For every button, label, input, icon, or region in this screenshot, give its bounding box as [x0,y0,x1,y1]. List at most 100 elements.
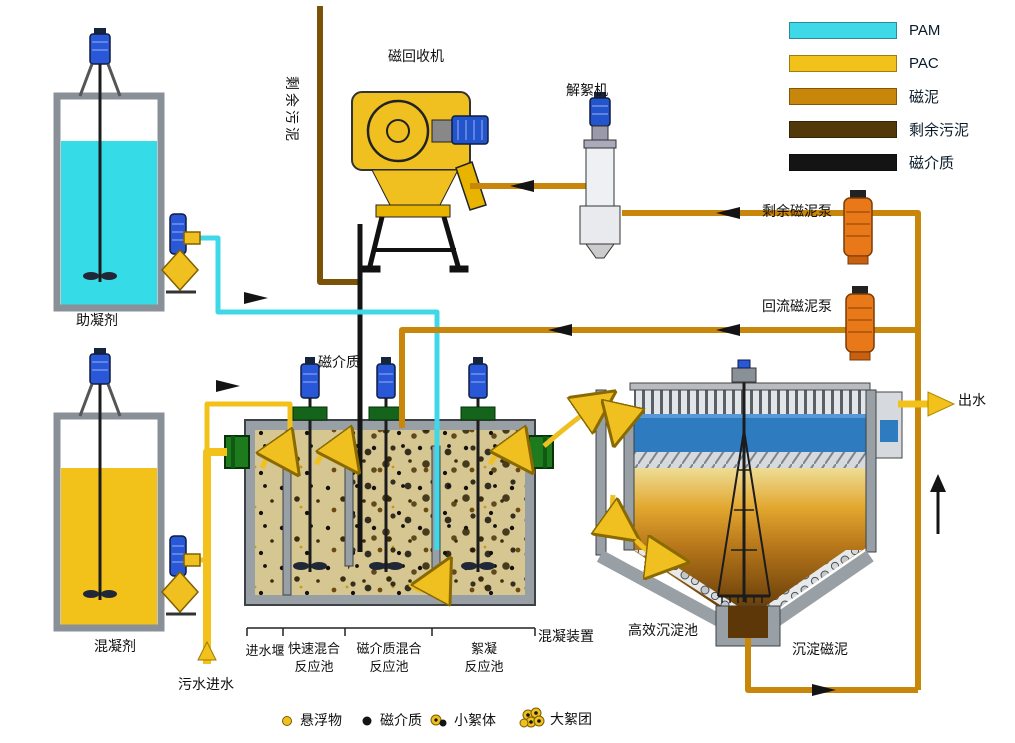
particle-legend-suspended-solids: 悬浮物 [278,710,342,730]
compartment-bracket [246,627,536,636]
weir-flow-arrow [313,448,348,464]
particle-legend-label: 磁介质 [380,712,422,728]
legend-swatch-magnetic-sludge [789,88,897,105]
return-magnetic-sludge-pump [845,286,875,361]
large-floc-icon [519,707,545,728]
sewage-pipe [203,448,227,664]
particle-legend-label: 小絮体 [454,712,496,728]
mixer-2 [368,357,404,572]
pam-pipe [198,235,440,550]
legend-label-pac: PAC [909,55,939,72]
transfer-arrow [542,402,600,448]
legend-swatch-surplus-sludge [789,121,897,138]
flow-arrow [216,380,240,392]
slope-wall-left [596,550,726,628]
legend-label-surplus-sludge: 剩余污泥 [909,122,970,139]
weir-flow-arrow [262,452,288,468]
hopper [371,169,459,206]
legend-item-surplus-sludge: 剩余污泥 [789,113,969,146]
flow-arrow [716,207,740,219]
coagulant-tank [53,348,165,632]
label-deflocculation-machine: 解絮机 [566,82,608,98]
label-media-mixing-2: 反应池 [369,659,409,674]
inlet-channel-outer-wall [595,389,607,556]
flow-arrows-yellow [262,402,670,590]
legend-swatch-magnetic-media [789,154,897,171]
label-sewage-inlet: 污水进水 [178,676,234,692]
return-magnetic-sludge-pipe [399,327,918,428]
surplus-sludge-pipe [317,6,358,285]
label-effluent: 出水 [958,392,986,408]
sedimentation-tank [595,359,903,647]
flow-arrow [812,684,836,696]
legend-item-pam: PAM [789,14,969,47]
machine-legs [361,216,469,273]
suspended-solids-icon [282,716,292,726]
coagulant-aid-dosing-pump [160,213,201,294]
flow-arrow [716,324,740,336]
magnetic-media-icon [362,716,372,726]
legend-swatch-pac [789,55,897,72]
label-magnetic-recovery-machine: 磁回收机 [388,48,444,64]
deflocculation-machine [579,92,621,259]
label-rapid-mixing-2: 反应池 [294,659,334,674]
flow-arrow [244,292,268,304]
slope-wall-right [770,550,874,628]
gravel-right [760,550,862,610]
sewage-up-arrow [197,640,217,661]
legend-item-pac: PAC [789,47,969,80]
small-floc-icon [430,714,447,727]
label-flocculation-2: 反应池 [464,659,504,674]
gearbox [431,119,453,143]
magnetic-recovery-machine [351,91,489,273]
lamella-zone [634,452,866,468]
legend-label-magnetic-sludge: 磁泥 [909,89,940,106]
flow-arrow [510,180,534,192]
pac-pipe [204,401,293,452]
top-bridge [629,382,871,391]
label-surplus-magnetic-sludge-pump: 剩余磁泥泵 [762,203,832,219]
label-coagulation-device: 混凝装置 [538,628,594,644]
label-rapid-mixing-1: 快速混合 [287,641,341,656]
underflow-arrow [408,574,442,590]
mixer-1 [292,357,328,572]
platform [375,204,451,218]
label-sedimentation-tank: 高效沉淀池 [628,622,698,638]
mixer-3 [460,357,496,572]
coagulant-dosing-pump [160,535,201,616]
weir-flow-arrow [487,448,522,464]
tank-mixers [292,357,496,572]
effluent-weir-comb [634,390,866,414]
legend-item-magnetic-sludge: 磁泥 [789,80,969,113]
right-wall [865,389,877,553]
label-media-mixing-1: 磁介质混合 [356,641,422,656]
clear-water-zone [634,412,866,452]
surplus-magnetic-sludge-pump [843,190,873,265]
stream-legend: PAM PAC 磁泥 剩余污泥 磁介质 [789,14,969,179]
flow-arrow-up [930,474,946,492]
label-surplus-sludge-pipe: 剩余污泥 [284,76,300,144]
coagulant-aid-tank [53,28,165,312]
channel-inlet-arrow [610,404,619,428]
legend-label-pam: PAM [909,22,941,39]
label-coagulant-tank: 混凝剂 [94,638,136,654]
legend-swatch-pam [789,22,897,39]
basin-inflow-arrow [634,540,670,560]
particle-legend-large-floc: 大絮团 [518,706,592,732]
effluent-arrowhead [927,391,956,417]
label-settled-magnetic-sludge: 沉淀磁泥 [792,641,848,657]
flow-arrows-black [216,180,946,696]
coagulant-aid-mixer [78,28,122,282]
particle-legend-label: 悬浮物 [300,712,342,728]
particle-legend-label: 大絮团 [550,711,592,727]
particle-legend-magnetic-media: 磁介质 [358,710,422,730]
particle-legend-small-floc: 小絮体 [428,710,496,730]
settled-sludge-pipe [745,638,918,693]
label-flocculation-1: 絮凝 [470,641,498,656]
label-return-magnetic-sludge-pump: 回流磁泥泵 [762,298,832,314]
legend-item-magnetic-media: 磁介质 [789,146,969,179]
channel-down-arrow [612,494,624,530]
label-inlet-weir: 进水堰 [245,643,285,658]
